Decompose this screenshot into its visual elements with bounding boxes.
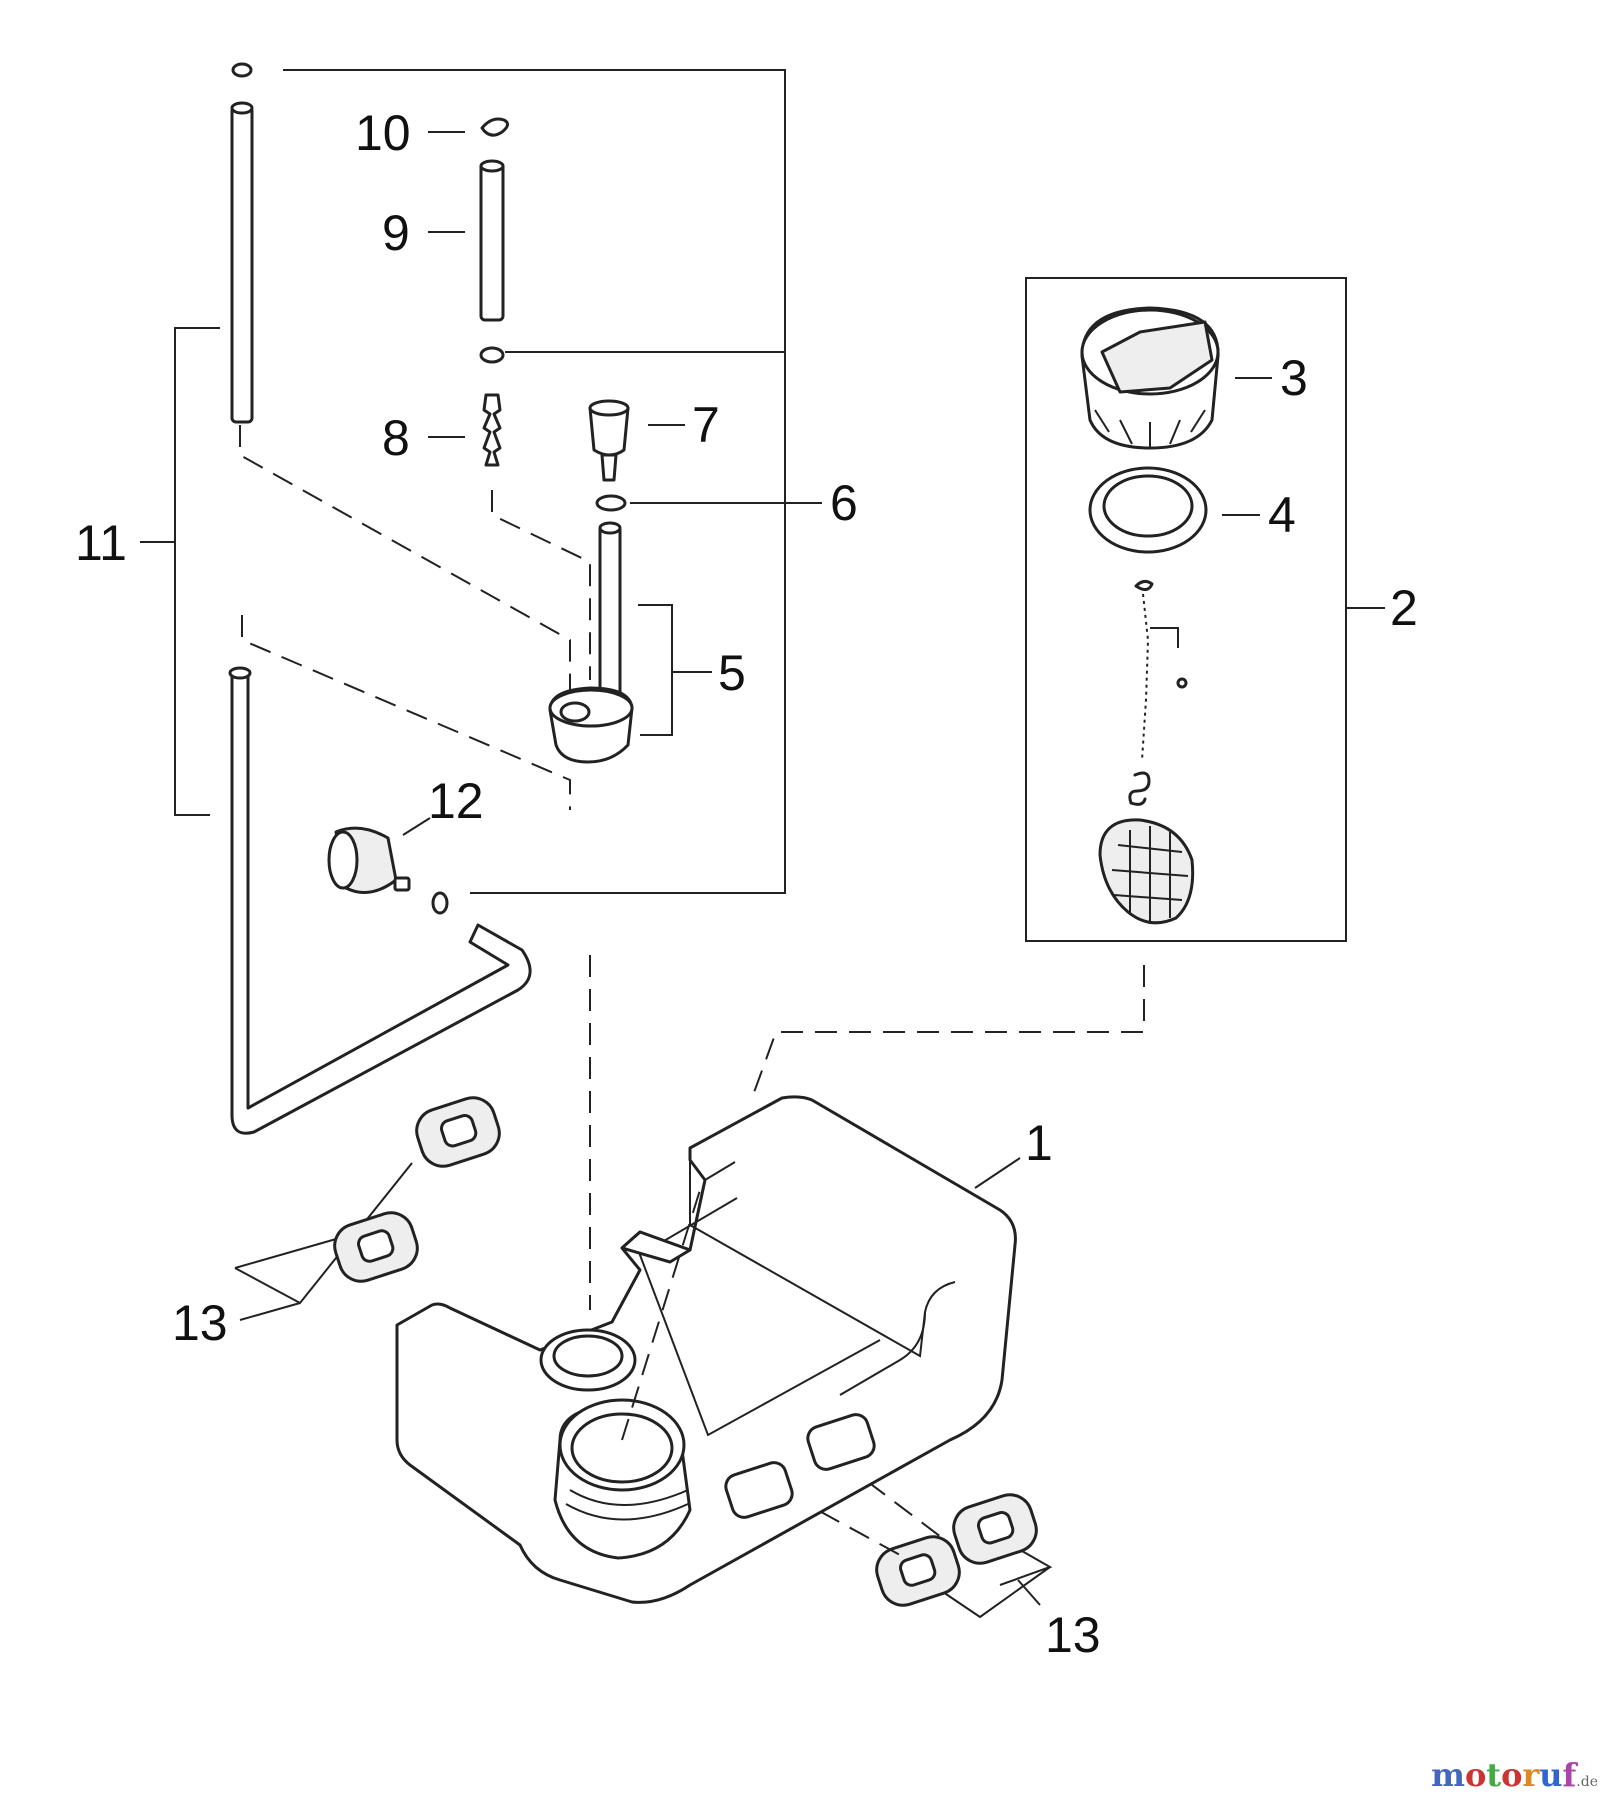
callout-7: 7 <box>692 397 720 453</box>
watermark-letter-m: m <box>1431 1756 1465 1794</box>
part-12-leader <box>402 817 431 836</box>
grommet-lower <box>333 1211 419 1283</box>
part-9-tube-end <box>479 159 505 173</box>
part-13b-bracket-b <box>939 1566 1051 1619</box>
fuel-line-lower <box>230 671 532 1135</box>
part-3-fuel-cap <box>1080 306 1220 450</box>
guide-dash-lower <box>241 615 571 810</box>
grommet-upper <box>415 1096 501 1168</box>
grommet-right-upper <box>952 1493 1038 1565</box>
fuel-line-lower-end <box>228 666 252 680</box>
watermark-logo: motoruf.de <box>1431 1756 1598 1794</box>
o-ring-lower <box>431 891 449 915</box>
part-8-connector <box>482 393 502 467</box>
tether-chain <box>1128 579 1188 806</box>
part-12-filter-nipple <box>393 876 411 892</box>
part-4-gasket <box>1088 466 1208 554</box>
watermark-letter-f: f <box>1562 1756 1577 1794</box>
guide-dash-neck <box>621 1189 701 1441</box>
part-5-pickup-tube <box>598 525 622 709</box>
callout-9: 9 <box>382 205 410 261</box>
callout-10: 10 <box>355 105 411 161</box>
callout-4: 4 <box>1268 487 1296 543</box>
part-13b-leader <box>1017 1579 1041 1606</box>
part-13a-leader <box>239 1302 301 1321</box>
callout-2: 2 <box>1390 580 1418 636</box>
guide-dash-upper <box>239 425 571 690</box>
fuel-line-upper-end <box>230 101 254 115</box>
guide-dash-joint <box>491 490 591 680</box>
callout-3: 3 <box>1280 350 1308 406</box>
callout-13-right: 13 <box>1045 1607 1101 1663</box>
grommet-right-lower <box>875 1535 961 1607</box>
part-13a-bracket-b <box>234 1234 351 1269</box>
guide-dash-kit-to-tank <box>751 965 1145 1099</box>
part-9-tube <box>479 161 505 322</box>
watermark-letter-r: r <box>1522 1756 1540 1794</box>
part-7-filter-top <box>588 399 630 417</box>
watermark-letter-u: u <box>1539 1756 1563 1794</box>
part-5-bracket <box>638 604 673 736</box>
callout-1: 1 <box>1025 1115 1053 1171</box>
part-12-filter-end <box>327 830 359 890</box>
part-1-leader <box>974 1157 1021 1189</box>
o-ring-mid <box>479 346 505 364</box>
part-11-bracket <box>174 327 220 816</box>
callout-12: 12 <box>428 773 484 829</box>
part-1-fuel-tank <box>395 1095 1017 1604</box>
assembly-bracket-line <box>283 69 786 894</box>
part-2-kit-box <box>1025 277 1347 942</box>
part-6-o-ring <box>595 494 627 512</box>
fuel-strainer <box>1098 818 1195 925</box>
part-5-pickup-port <box>559 701 591 723</box>
watermark-letter-t: t <box>1486 1756 1502 1794</box>
watermark-letter-o2: o <box>1501 1756 1523 1794</box>
part-5-tube-end <box>598 521 622 535</box>
watermark-letter-o: o <box>1464 1756 1487 1794</box>
part-10-clip <box>480 117 509 137</box>
callout-11: 11 <box>75 515 127 571</box>
callout-13-left: 13 <box>172 1295 228 1351</box>
callout-5: 5 <box>718 645 746 701</box>
callout-6: 6 <box>830 475 858 531</box>
o-ring-top <box>231 62 253 78</box>
watermark-tld: .de <box>1576 1774 1598 1790</box>
callout-8: 8 <box>382 410 410 466</box>
fuel-line-upper <box>230 105 254 424</box>
